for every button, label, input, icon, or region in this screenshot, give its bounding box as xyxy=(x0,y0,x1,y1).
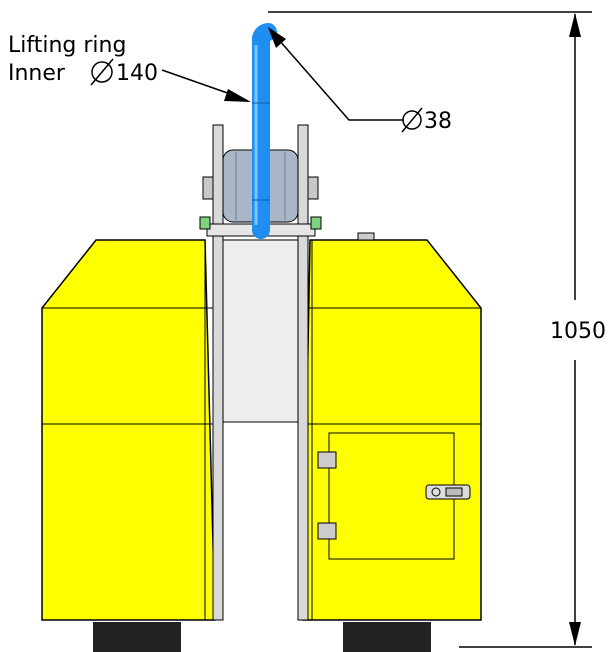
overall-height-label: 1050 xyxy=(550,319,606,344)
access-door xyxy=(317,432,471,560)
left-body xyxy=(41,239,216,621)
ring-diameter-callout: Lifting ring Inner 140 xyxy=(8,33,251,102)
right-side-plate xyxy=(297,124,309,621)
left-side-plate xyxy=(212,124,224,621)
arrow-icon xyxy=(224,89,251,102)
arrow-icon xyxy=(569,13,581,37)
lifting-ring xyxy=(252,23,277,239)
right-bolt xyxy=(310,216,322,230)
lifting-ring-label: Lifting ring xyxy=(8,33,126,58)
diameter-symbol-icon xyxy=(401,107,423,133)
left-body-shell xyxy=(41,239,216,621)
height-dimension: 1050 xyxy=(268,11,606,648)
ring-leader-line xyxy=(161,69,237,97)
door-latch-icon xyxy=(425,484,471,500)
center-frame xyxy=(199,124,322,621)
ring-rod xyxy=(252,23,277,239)
rod-diameter-callout: 38 xyxy=(268,27,452,134)
right-body-shell xyxy=(302,239,482,621)
right-foot xyxy=(343,622,431,652)
door-hinge-top xyxy=(317,451,337,469)
arrow-icon xyxy=(569,622,581,646)
diameter-symbol-icon xyxy=(90,58,114,86)
left-axle-cap xyxy=(202,176,214,200)
left-bolt xyxy=(199,216,211,230)
right-body xyxy=(302,232,482,621)
rod-diameter-label: 38 xyxy=(424,109,452,134)
inner-label: Inner xyxy=(8,61,66,86)
left-foot xyxy=(93,622,181,652)
rod-leader-line xyxy=(271,31,404,121)
arrow-icon xyxy=(268,27,286,48)
right-axle-cap xyxy=(307,176,319,200)
inner-diameter-label: 140 xyxy=(116,61,158,86)
door-hinge-bottom xyxy=(317,522,337,540)
feet xyxy=(93,622,431,652)
center-panel xyxy=(222,239,299,423)
top-latch xyxy=(357,232,375,241)
